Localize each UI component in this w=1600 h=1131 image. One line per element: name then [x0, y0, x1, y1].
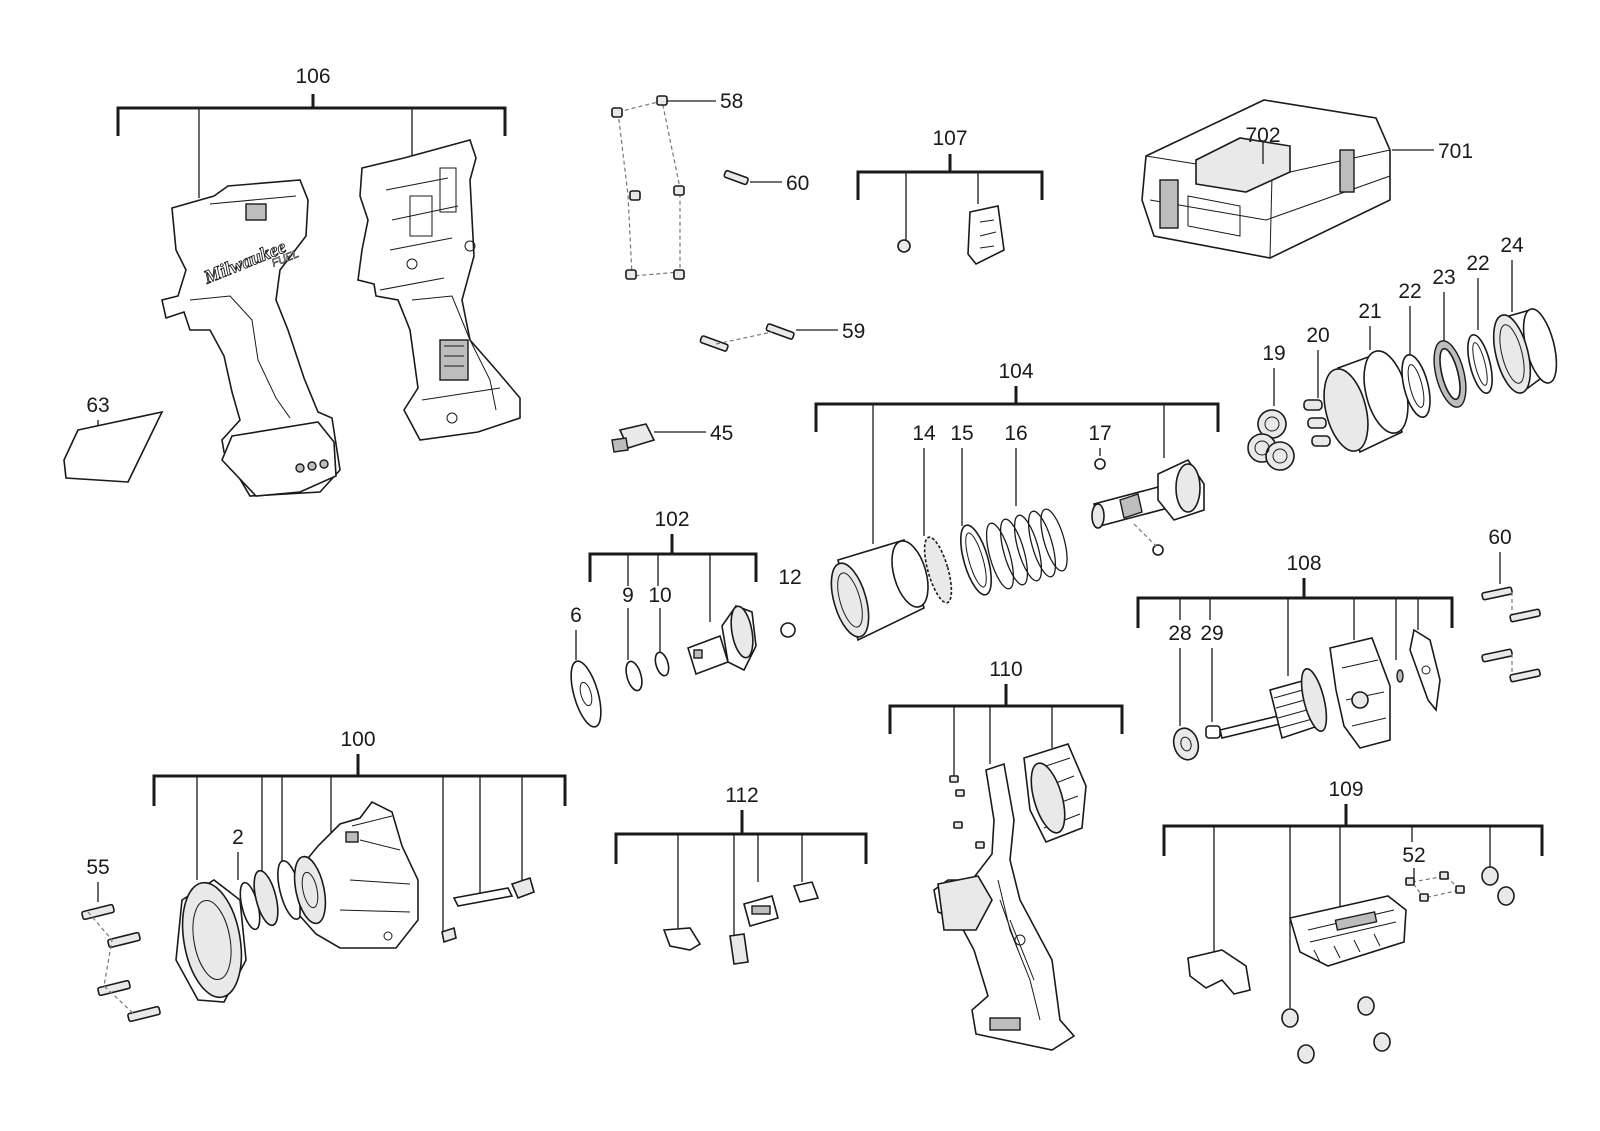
callout-100: 100 — [340, 728, 375, 751]
callout-108: 108 — [1286, 552, 1321, 575]
callout-104: 104 — [998, 360, 1033, 383]
callout-60-right: 60 — [1488, 526, 1511, 549]
bearing-housing-24 — [1492, 308, 1558, 394]
callout-19: 19 — [1262, 342, 1285, 365]
callout-109: 109 — [1328, 778, 1363, 801]
callout-9: 9 — [622, 584, 634, 607]
callout-14: 14 — [912, 422, 936, 445]
part-59-screws: 59 — [699, 320, 865, 352]
callout-60-top: 60 — [786, 172, 809, 195]
callout-28: 28 — [1168, 622, 1191, 645]
pcb-trigger-board — [933, 762, 1076, 1051]
group-108-motor: 108 28 29 — [1136, 552, 1454, 761]
callout-107: 107 — [932, 127, 967, 150]
callout-21: 21 — [1358, 300, 1381, 323]
gear-housing — [293, 800, 419, 949]
group-102-anvil: 102 9 10 6 12 — [570, 508, 802, 728]
callout-22-b: 22 — [1466, 252, 1489, 275]
anvil — [687, 605, 757, 676]
housing-right-half — [357, 139, 521, 441]
callout-6: 6 — [570, 604, 582, 627]
motor-fan — [1329, 637, 1391, 749]
end-plate — [1409, 628, 1441, 712]
callout-15: 15 — [950, 422, 973, 445]
callout-17: 17 — [1088, 422, 1111, 445]
planetary-gear-set: 19 20 21 22 23 22 — [1247, 234, 1558, 471]
hammer-cup — [830, 539, 929, 642]
terminal-block — [1288, 895, 1407, 967]
callout-102: 102 — [654, 508, 689, 531]
callout-106: 106 — [295, 65, 330, 88]
callout-63: 63 — [86, 394, 109, 417]
callout-58: 58 — [720, 90, 743, 113]
group-58-screws: 58 — [611, 90, 743, 280]
rotor — [1219, 668, 1328, 740]
planet-gears — [1247, 409, 1295, 471]
group-106-housing: 106 Milwaukee FUEL — [116, 65, 521, 497]
callout-112: 112 — [725, 784, 758, 807]
callout-55: 55 — [86, 856, 109, 879]
group-112: 112 — [614, 784, 868, 965]
part-45-switch: 45 — [611, 422, 733, 453]
callout-20: 20 — [1306, 324, 1329, 347]
callout-702: 702 — [1245, 124, 1280, 147]
spring-16 — [985, 508, 1068, 590]
group-107: 107 — [856, 127, 1044, 266]
group-60-screws-right: 60 — [1481, 526, 1541, 683]
group-104-hammer-spring: 104 14 15 16 17 — [814, 360, 1220, 642]
callout-23: 23 — [1432, 266, 1455, 289]
housing-left-half: Milwaukee FUEL — [161, 179, 341, 497]
group-109-battery-terminal: 109 52 — [1162, 778, 1544, 1064]
callout-52: 52 — [1402, 844, 1425, 867]
callout-16: 16 — [1004, 422, 1027, 445]
callout-12: 12 — [778, 566, 801, 589]
group-55-screws: 55 — [81, 856, 161, 1023]
part-63-label-plate: 63 — [63, 394, 164, 483]
callout-24: 24 — [1500, 234, 1524, 257]
callout-45: 45 — [710, 422, 733, 445]
callout-59: 59 — [842, 320, 865, 343]
nose-cap — [175, 879, 247, 1003]
callout-10: 10 — [648, 584, 671, 607]
part-60-screw-top: 60 — [723, 169, 809, 195]
callout-22-a: 22 — [1398, 280, 1421, 303]
callout-110: 110 — [989, 658, 1022, 681]
callout-701: 701 — [1438, 140, 1473, 163]
stator — [1023, 743, 1087, 844]
spindle — [1091, 458, 1205, 529]
callout-2: 2 — [232, 826, 244, 849]
part-701-carry-case: 702 701 — [1141, 99, 1473, 259]
callout-29: 29 — [1200, 622, 1223, 645]
ring-gear-21 — [1323, 350, 1409, 454]
group-100-gear-case: 100 2 — [152, 728, 567, 1003]
group-110-stator-pcb: 110 — [888, 658, 1124, 1051]
